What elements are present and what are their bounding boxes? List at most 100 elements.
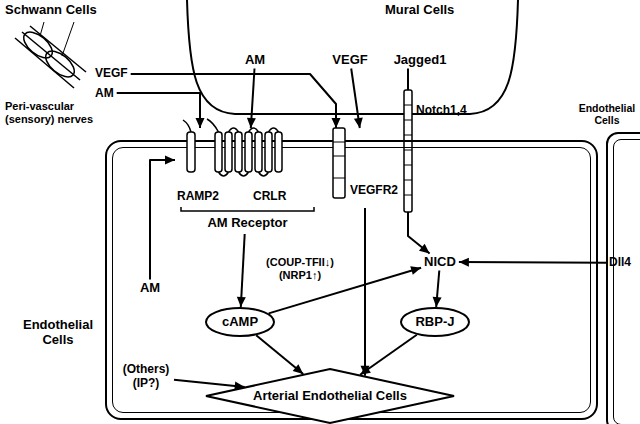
node-text: RBP-J (415, 315, 454, 330)
domain-line (404, 135, 412, 136)
node-text: Endothelial Cells (577, 102, 637, 126)
helix (225, 132, 232, 172)
caption-label: Schwann Cells (5, 3, 97, 18)
domain-line (333, 156, 345, 157)
connector-line (117, 93, 200, 128)
schwann-cell (19, 27, 57, 63)
connector (256, 335, 303, 374)
arrow-head (247, 118, 256, 128)
note-label: (Others) (IP?) (118, 362, 174, 392)
connector-line (174, 380, 245, 387)
terminus (183, 120, 191, 132)
node-text: Endothelial Cells (15, 318, 101, 348)
factor-ellipse: RBP-J (400, 307, 470, 337)
connector-line (131, 74, 336, 128)
am-receptor: RAMP2CRLRAM Receptor (175, 128, 320, 234)
edge-label: (COUP-TFII↓) (NRP1↑) (255, 256, 345, 282)
helix (187, 132, 195, 172)
domain-line (404, 195, 412, 196)
helix (255, 132, 262, 172)
ligand-label: VEGF (92, 66, 131, 82)
node-text: VEGF (332, 53, 367, 68)
receptor-bar (333, 128, 345, 198)
ligand-label: Dll4 (607, 255, 633, 271)
arrow-head (293, 364, 304, 374)
arrow-head (360, 365, 371, 374)
node-text: (Others) (IP?) (121, 363, 171, 391)
connector (351, 69, 363, 129)
arrow-head (410, 266, 421, 275)
connector-line (360, 335, 417, 375)
notch-receptor: Notch1,4 (400, 90, 478, 212)
arrow-head (332, 118, 341, 128)
domain-line (404, 180, 412, 181)
domain-line (333, 178, 345, 179)
ligand-label: AM (137, 280, 163, 297)
connector-line (459, 261, 607, 264)
terminus (207, 119, 219, 132)
nerve-fiber (15, 38, 74, 88)
ligand-label: VEGF (329, 52, 370, 69)
arrow-head (165, 156, 175, 165)
helix (275, 132, 282, 172)
domain-line (404, 105, 412, 106)
outcome-diamond: Arterial Endothelial Cells (205, 368, 455, 424)
node-text: AM (95, 87, 114, 101)
node-text: VEGFR2 (350, 184, 398, 198)
node-text: AM (245, 53, 265, 68)
mural-cell: Mural CellsAM VEGF Jagged1 (185, 0, 520, 118)
helix (215, 132, 222, 172)
node-text: Dll4 (609, 256, 631, 270)
diamond-outline (206, 369, 454, 423)
ellipse-outline (206, 308, 274, 336)
receptor-bar (404, 90, 412, 212)
node-text: VEGF (95, 67, 128, 81)
arrow-head (433, 297, 442, 307)
domain-line (404, 150, 412, 151)
node-text: Jagged1 (394, 53, 447, 68)
connector (150, 156, 175, 280)
node-text: cAMP (222, 315, 258, 330)
vegf-receptor: VEGFR2 (330, 128, 401, 208)
domain-line (333, 142, 345, 143)
ligand-label: AM (242, 52, 268, 69)
connector (237, 234, 246, 307)
connector (408, 212, 430, 254)
node-text: AM (140, 281, 160, 296)
leader-line (40, 22, 44, 36)
connector (360, 335, 417, 375)
connector-line (364, 208, 366, 376)
connector-line (241, 234, 245, 307)
node-text: RAMP2 (177, 190, 219, 204)
connector (247, 69, 256, 129)
node-text: AM Receptor (175, 216, 320, 231)
arrow-head (196, 118, 205, 128)
receptor-symbol (400, 90, 416, 212)
messenger-ellipse: cAMP (205, 307, 275, 337)
node-text: Mural Cells (385, 3, 454, 18)
connector-line (407, 69, 409, 91)
connector-line (150, 160, 175, 280)
arrow-head (354, 117, 363, 128)
arrow-head (459, 258, 469, 267)
nerve-fiber (30, 26, 86, 72)
bracket (181, 207, 314, 211)
connector (433, 271, 442, 308)
connector (408, 69, 409, 91)
domain-line (404, 165, 412, 166)
helix (265, 132, 272, 172)
inner-membrane (613, 139, 640, 424)
endothelial-cell: Endothelial CellsDll4 (606, 132, 640, 424)
receptor-symbol (330, 128, 350, 208)
schwann-cell (41, 46, 79, 82)
signal-label: NICD (421, 254, 459, 271)
caption-label: Peri-vascular (sensory) nerves (5, 100, 105, 125)
node-text: Arterial Endothelial Cells (253, 389, 407, 404)
connector (361, 208, 370, 376)
connector (459, 258, 607, 267)
arrow-head (237, 297, 246, 307)
helix (235, 132, 242, 172)
ligand-label: Jagged1 (391, 52, 450, 69)
node-text: NICD (424, 255, 456, 270)
